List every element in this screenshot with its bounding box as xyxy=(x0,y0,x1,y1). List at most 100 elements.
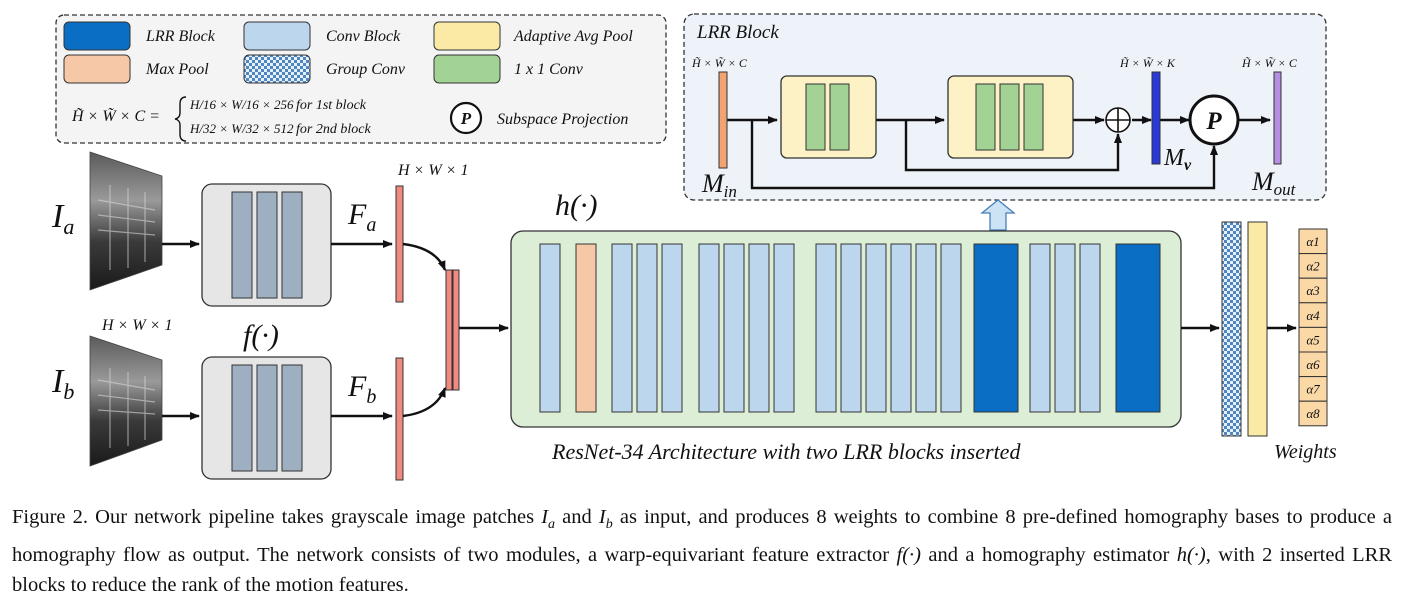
legend-frame xyxy=(55,14,667,144)
feature-dim-a: H × W × 1 xyxy=(397,162,468,179)
resnet-conv-15 xyxy=(1054,243,1076,413)
resnet-lrr-2 xyxy=(1115,243,1161,413)
lrr-1x1-1b xyxy=(829,83,850,151)
resnet-conv-11 xyxy=(890,243,912,413)
resnet-conv-16 xyxy=(1079,243,1101,413)
weight-cell xyxy=(1298,253,1328,279)
input-a-image xyxy=(89,151,163,291)
input-a-texture xyxy=(97,185,156,270)
lrr-expand-arrow-icon xyxy=(980,199,1016,231)
lrr-1x1-1a xyxy=(805,83,826,151)
lrr-detail: LRR Block H̃ × W̃ × C H̃ × W̃ × K H̃ × W… xyxy=(683,13,1327,201)
weight-label: α6 xyxy=(1306,357,1320,372)
weight-cell xyxy=(1298,302,1328,328)
legend-label-avgpool: Adaptive Avg Pool xyxy=(513,28,633,45)
lrr-line-skip2 xyxy=(750,120,1218,190)
legend-projection-label: Subspace Projection xyxy=(497,111,628,128)
caption-f: f(·) xyxy=(896,544,921,567)
weight-label: α3 xyxy=(1306,283,1320,298)
resnet-conv-13 xyxy=(940,243,962,413)
resnet-conv-14 xyxy=(1029,243,1051,413)
lrr-projection-symbol: P xyxy=(1205,108,1222,135)
feature-extractor: f(·) xyxy=(201,183,332,480)
legend-formula-brace xyxy=(174,96,187,142)
caption-ia: Ia xyxy=(541,506,556,533)
resnet-conv-0 xyxy=(539,243,561,413)
weight-label: α4 xyxy=(1306,308,1320,323)
caption-part-2: as input, and produces 8 weights to comb… xyxy=(12,506,1392,567)
concat-bar-2 xyxy=(452,269,460,391)
weight-label: α5 xyxy=(1306,332,1320,347)
feature-b-bar xyxy=(395,357,404,481)
feature-a-label: Fa xyxy=(347,198,376,236)
input-images: Ia H × W × 1 Ib xyxy=(51,151,172,467)
f-bar-bottom-3 xyxy=(281,364,303,472)
legend-formula-case1: H/16 × W/16 × 256 xyxy=(189,97,294,112)
figure-caption: Figure 2. Our network pipeline takes gra… xyxy=(12,502,1392,600)
lrr-projection-icon xyxy=(1188,94,1240,146)
resnet-conv-3 xyxy=(661,243,683,413)
resnet-conv-8 xyxy=(815,243,837,413)
caption-h: h(·) xyxy=(1176,544,1206,567)
lrr-detail-title: LRR Block xyxy=(696,22,779,43)
lrr-mout-label: Mout xyxy=(1251,167,1297,199)
lrr-min-label: Min xyxy=(701,169,737,201)
lrr-mout-bar xyxy=(1273,71,1282,165)
input-dim-b: H × W × 1 xyxy=(101,317,172,334)
legend-swatch-maxpool xyxy=(63,54,131,84)
f-label: f(·) xyxy=(243,319,279,352)
resnet-lrr-1 xyxy=(973,243,1019,413)
resnet-conv-2 xyxy=(636,243,658,413)
arrow-fa-to-concat xyxy=(402,242,447,271)
avgpool-bar xyxy=(1247,221,1268,437)
resnet-conv-10 xyxy=(865,243,887,413)
weight-label: α7 xyxy=(1306,382,1320,397)
legend-label-conv: Conv Block xyxy=(326,28,401,45)
lrr-dim-in: H̃ × W̃ × C xyxy=(691,56,748,70)
weight-label: α2 xyxy=(1306,259,1320,274)
legend-swatch-1x1conv xyxy=(433,54,501,84)
weight-cell xyxy=(1298,277,1328,304)
weights-label: Weights xyxy=(1274,441,1337,463)
resnet-conv-6 xyxy=(748,243,770,413)
concat-bar-1 xyxy=(445,269,453,391)
lrr-min-bar xyxy=(718,71,728,169)
lrr-line-skip1 xyxy=(904,120,1122,172)
weight-cell xyxy=(1298,400,1328,427)
input-a-label: Ia xyxy=(51,198,74,239)
caption-part-4: , with 2 inserted LRR blocks to reduce t… xyxy=(12,544,1392,597)
lrr-dim-out: H̃ × W̃ × C xyxy=(1241,56,1298,70)
legend-projection-symbol: P xyxy=(460,109,472,128)
weight-cell xyxy=(1298,326,1328,353)
feature-a-bar xyxy=(395,185,404,303)
f-bar-bottom-1 xyxy=(231,364,253,472)
caption-and: and xyxy=(555,506,599,528)
resnet xyxy=(510,230,1182,428)
legend-formula-case2: H/32 × W/32 × 512 xyxy=(189,121,294,136)
f-bar-top-3 xyxy=(281,191,303,299)
lrr-mv-label: Mv xyxy=(1163,145,1192,174)
weight-cell xyxy=(1298,351,1328,378)
resnet-conv-5 xyxy=(723,243,745,413)
feature-b-label: Fb xyxy=(347,370,376,408)
weights-vector: α1 α2 α3 α4 α5 α6 α7 α8 xyxy=(1298,228,1328,427)
legend-label-lrr: LRR Block xyxy=(145,28,216,45)
lrr-1x1-2b xyxy=(999,83,1020,151)
resnet-conv-7 xyxy=(773,243,795,413)
resnet-conv-12 xyxy=(915,243,937,413)
pipeline-diagram: LRR Block Conv Block Adaptive Avg Pool M… xyxy=(51,13,1337,481)
legend-swatch-groupconv xyxy=(243,54,311,84)
caption-part-3: and a homography estimator xyxy=(921,544,1177,567)
input-b-texture xyxy=(97,368,156,448)
lrr-1x1-2c xyxy=(1023,83,1044,151)
lrr-mv-bar xyxy=(1151,71,1161,165)
legend-swatch-lrr xyxy=(63,21,131,51)
weight-label: α8 xyxy=(1306,406,1320,421)
group-conv-bar xyxy=(1221,221,1242,437)
legend-swatch-avgpool xyxy=(433,21,501,51)
lrr-1x1-2a xyxy=(975,83,996,151)
caption-ib: Ib xyxy=(598,506,613,533)
arrow-fb-to-concat xyxy=(402,387,447,418)
input-b-label: Ib xyxy=(51,363,74,404)
legend-label-1x1conv: 1 x 1 Conv xyxy=(514,61,584,78)
